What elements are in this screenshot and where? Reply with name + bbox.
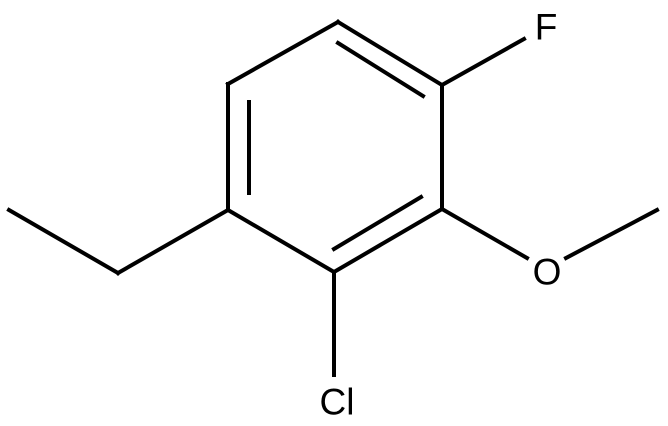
ring-double-bond-inner-bottom <box>331 194 424 252</box>
bond-ring-ch2 <box>115 207 231 276</box>
ring-double-bond-inner-top <box>335 40 426 99</box>
atom-label-chlorine: Cl <box>320 382 355 423</box>
ring-bond-c5-c6 <box>225 207 337 275</box>
ring-bond-c2-c3 <box>335 19 445 88</box>
bond-c-o <box>439 206 530 261</box>
atom-label-fluorine: F <box>535 7 558 48</box>
bond-c-f <box>439 36 527 88</box>
bond-ch2-ch3 <box>6 207 121 276</box>
ring-bond-c4-c5 <box>331 206 445 275</box>
bond-o-methyl <box>563 207 660 261</box>
ring-bond-c1-c2 <box>225 19 341 87</box>
atom-label-oxygen: O <box>533 252 562 293</box>
